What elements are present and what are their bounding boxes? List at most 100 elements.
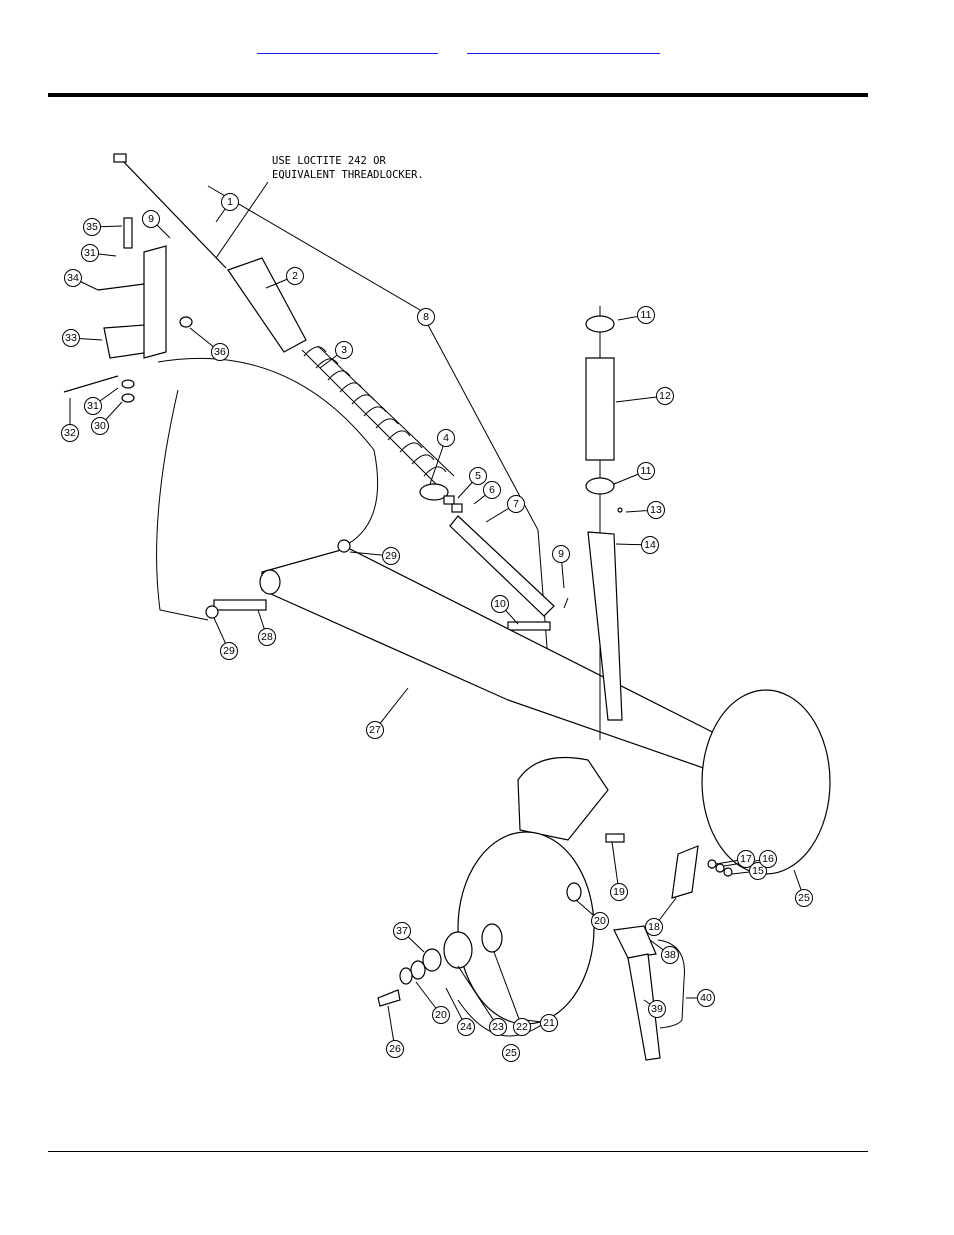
callout-circle: [656, 387, 674, 405]
callout-number: 23: [492, 1021, 504, 1033]
note-line-2: EQUIVALENT THREADLOCKER.: [272, 169, 424, 181]
callout-1: 1: [215, 193, 239, 223]
bolt-34: [97, 283, 145, 291]
bracket-40: [657, 939, 685, 1029]
callout-circle: [64, 269, 82, 287]
callout-33: 33: [62, 329, 103, 347]
bolt-19: [605, 833, 625, 843]
callout-circle: [795, 889, 813, 907]
callout-number: 20: [594, 915, 606, 927]
spacer-20b: [399, 967, 413, 985]
callout-40: 40: [686, 989, 715, 1007]
callout-23: 23: [457, 965, 507, 1036]
nut-36: [179, 316, 193, 328]
callout-number: 37: [396, 925, 408, 937]
callout-number: 9: [558, 548, 564, 560]
callout-number: 19: [613, 886, 625, 898]
callout-3: 3: [319, 341, 353, 369]
boot-12: [585, 357, 615, 461]
callout-number: 22: [516, 1021, 528, 1033]
washer-31: [121, 379, 135, 389]
callout-circle: [258, 628, 276, 646]
callout-number: 18: [648, 921, 660, 933]
callout-circle: [645, 918, 663, 936]
callout-number: 12: [659, 390, 671, 402]
callout-38: 38: [649, 939, 679, 964]
scraper-blade-39: [627, 953, 661, 1061]
callout-32: 32: [61, 398, 79, 442]
callout-36: 36: [189, 327, 229, 361]
callout-circle: [502, 1044, 520, 1062]
callout-14: 14: [615, 536, 659, 554]
callout-circle: [641, 536, 659, 554]
tube-2: [227, 257, 307, 353]
callout-circle: [84, 397, 102, 415]
callout-number: 40: [700, 992, 712, 1004]
header-link-1[interactable]: [257, 37, 438, 54]
footer-rule: [48, 1151, 868, 1152]
callout-number: 25: [798, 892, 810, 904]
clamp-11-lower: [585, 477, 615, 495]
callout-circle: [697, 989, 715, 1007]
callout-number: 14: [644, 539, 656, 551]
callout-4: 4: [429, 429, 455, 485]
pin-28: [213, 599, 267, 611]
callout-39: 39: [643, 999, 666, 1018]
callout-number: 7: [513, 498, 519, 510]
callout-31: 31: [84, 387, 119, 415]
nut-15: [723, 867, 733, 877]
callout-7: 7: [485, 495, 525, 523]
callout-number: 8: [423, 311, 429, 323]
callout-circle: [142, 210, 160, 228]
rod-7: [449, 515, 555, 617]
callout-circle: [81, 244, 99, 262]
shank-mount: [517, 756, 609, 841]
bearing-22: [481, 923, 503, 953]
callout-circle: [335, 341, 353, 359]
bolt-26: [377, 989, 401, 1007]
callout-circle: [83, 218, 101, 236]
disc-21: [457, 831, 595, 1025]
callout-15: 15: [731, 862, 767, 880]
callout-circle: [221, 193, 239, 211]
callout-number: 28: [261, 631, 273, 643]
callout-number: 29: [223, 645, 235, 657]
callout-29: 29: [349, 547, 400, 565]
callout-circle: [286, 267, 304, 285]
callout-number: 31: [87, 400, 99, 412]
callout-circle: [91, 417, 109, 435]
callout-number: 35: [86, 221, 98, 233]
callout-22: 22: [493, 951, 531, 1036]
callout-31: 31: [81, 244, 117, 262]
note-leader: [215, 181, 269, 259]
bushing-29b: [337, 539, 351, 553]
bushing-29a: [205, 605, 219, 619]
callout-29: 29: [213, 617, 238, 660]
callout-28: 28: [257, 609, 276, 646]
callout-circle: [648, 1000, 666, 1018]
callout-11: 11: [617, 306, 655, 324]
callout-circle: [211, 343, 229, 361]
callout-12: 12: [615, 387, 674, 405]
callout-number: 4: [443, 432, 449, 444]
callout-26: 26: [386, 1005, 404, 1058]
callout-circle: [749, 862, 767, 880]
callout-number: 17: [740, 853, 752, 865]
callout-number: 29: [385, 550, 397, 562]
arm-outline: [157, 357, 379, 545]
callout-number: 13: [650, 504, 662, 516]
header-rule: [48, 93, 868, 97]
callout-circle: [759, 850, 777, 868]
callout-circle: [637, 462, 655, 480]
callout-number: 1: [227, 196, 233, 208]
callout-circle: [469, 467, 487, 485]
callout-circle: [62, 329, 80, 347]
callout-number: 24: [460, 1021, 472, 1033]
callout-number: 16: [762, 853, 774, 865]
header-link-2[interactable]: [467, 37, 660, 54]
callout-circle: [382, 547, 400, 565]
callout-number: 2: [292, 270, 298, 282]
washer-17: [707, 859, 717, 869]
callout-17: 17: [715, 850, 755, 868]
callout-number: 39: [651, 1003, 663, 1015]
